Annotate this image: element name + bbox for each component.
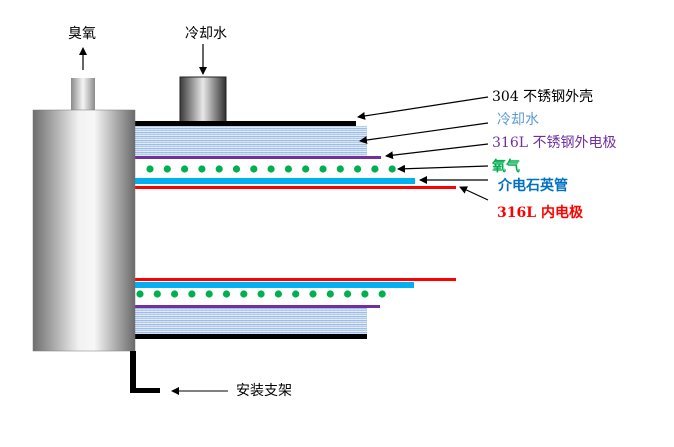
outer-electrode-bottom xyxy=(134,305,380,308)
oxygen-dot xyxy=(361,290,369,298)
label-cooling-water: 冷却水 xyxy=(497,112,539,128)
label-mounting-bracket: 安装支架 xyxy=(236,383,292,399)
oxygen-dot xyxy=(309,290,317,298)
shell-top xyxy=(134,121,356,126)
oxygen-dot xyxy=(205,290,213,298)
outer-electrode-leader-arrow xyxy=(385,143,489,160)
oxygen-dot xyxy=(222,290,231,298)
oxygen-dot xyxy=(215,165,223,173)
oxygen-dot xyxy=(292,290,300,298)
oxygen-dot xyxy=(267,165,275,173)
shell-leader-arrow xyxy=(357,96,489,120)
cooling-water-top xyxy=(134,126,367,156)
oxygen-dot xyxy=(336,165,344,173)
oxygen-dot xyxy=(344,290,352,298)
oxygen-dot xyxy=(146,165,154,173)
oxygen-dot xyxy=(378,290,386,298)
oxygen-dot xyxy=(257,290,265,298)
oxygen-dot xyxy=(319,165,327,173)
oxygen-dot xyxy=(171,290,179,298)
label-inner-electrode: 316L 内电极 xyxy=(497,205,583,221)
label-dielectric-tube: 介电石英管 xyxy=(498,178,568,194)
dielectric-tube-top xyxy=(134,178,415,184)
oxygen-dot xyxy=(250,165,258,173)
oxygen-dot xyxy=(302,165,310,173)
mounting-bracket xyxy=(130,351,160,393)
oxygen-dots-top xyxy=(146,165,396,173)
cooling-water-bottom xyxy=(134,308,367,334)
oxygen-dot xyxy=(284,165,292,173)
label-shell: 304 不锈钢外壳 xyxy=(492,89,594,105)
oxygen-dot xyxy=(232,165,241,173)
dielectric-tube-bottom xyxy=(134,282,414,288)
oxygen-dots-bottom xyxy=(136,290,386,298)
oxygen-dot xyxy=(240,290,248,298)
oxygen-dot xyxy=(354,165,362,173)
inner-electrode-bottom xyxy=(134,278,456,281)
oxygen-leader-arrow xyxy=(397,164,489,173)
oxygen-dot xyxy=(153,290,161,298)
outer-electrode-top xyxy=(134,156,381,159)
label-oxygen: 氧气 xyxy=(492,159,520,175)
ozone-outlet-pipe xyxy=(71,78,95,111)
cooling-water-leader-arrow xyxy=(359,122,489,144)
oxygen-dot xyxy=(388,165,396,173)
oxygen-dot xyxy=(188,290,196,298)
oxygen-dot xyxy=(326,290,334,298)
inner-electrode-leader-arrow xyxy=(459,186,489,201)
label-outer-electrode: 316L 不锈钢外电极 xyxy=(492,135,617,151)
shell-bottom xyxy=(134,334,367,339)
oxygen-dot xyxy=(181,165,189,173)
label-ozone: 臭氧 xyxy=(68,26,96,42)
oxygen-dot xyxy=(198,165,206,173)
inner-electrode-top xyxy=(134,186,456,189)
oxygen-dot xyxy=(371,165,379,173)
oxygen-dot xyxy=(136,290,144,298)
generator-head-cylinder xyxy=(32,109,136,352)
label-cooling-water-inlet: 冷却水 xyxy=(185,26,227,42)
oxygen-dot xyxy=(163,165,171,173)
oxygen-dot xyxy=(274,290,282,298)
cooling-water-inlet-pipe xyxy=(179,76,227,124)
